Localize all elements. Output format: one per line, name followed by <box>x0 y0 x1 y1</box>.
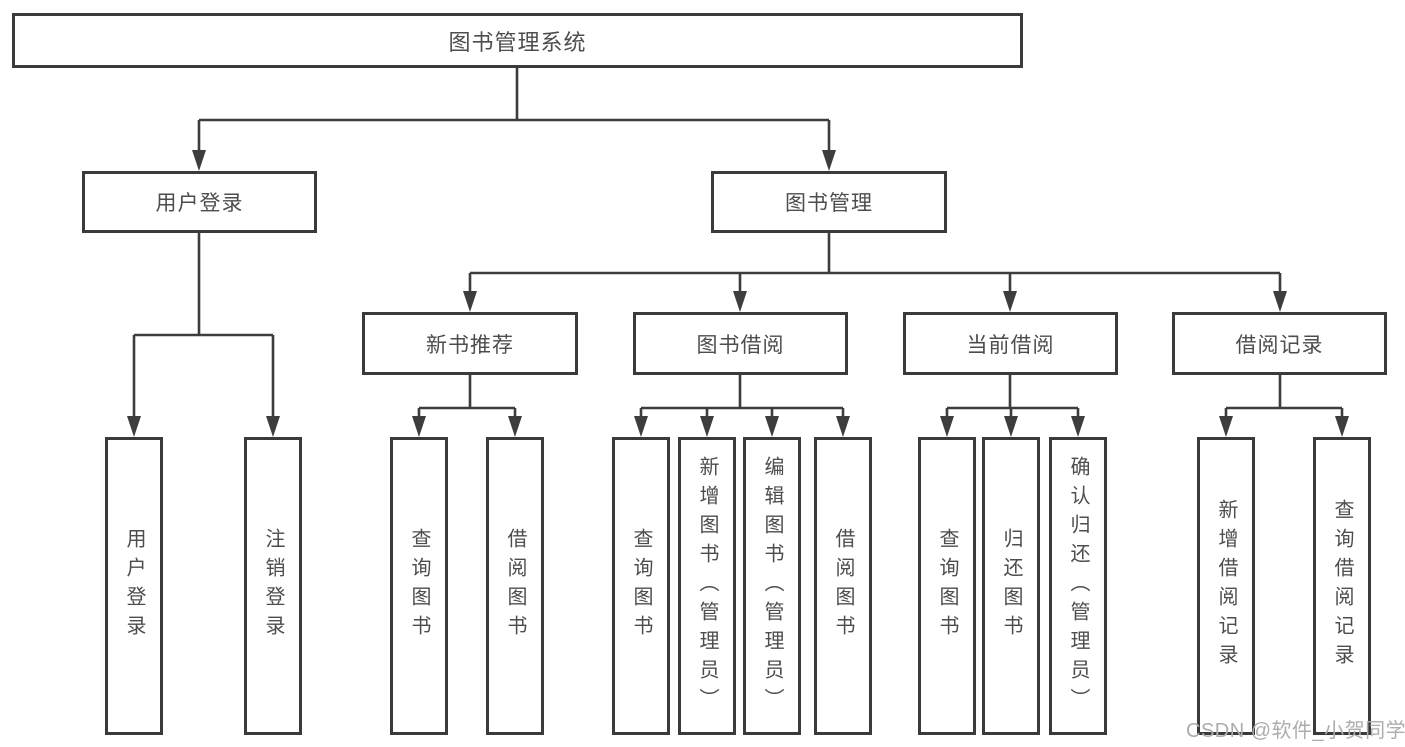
node-book-borrowing: 图书借阅 <box>633 312 848 375</box>
leaf-label: 查询图书 <box>936 528 958 644</box>
node-current-borrowing: 当前借阅 <box>903 312 1118 375</box>
leaf-label: 注销登录 <box>262 528 284 644</box>
node-book-management: 图书管理 <box>711 171 947 233</box>
leaf-query-books-recommend: 查询图书 <box>390 437 448 735</box>
leaf-label: 用户登录 <box>123 528 145 644</box>
leaf-label: 借阅图书 <box>504 528 526 644</box>
leaf-user-login: 用户登录 <box>105 437 163 735</box>
leaf-label: 查询借阅记录 <box>1331 499 1353 673</box>
leaf-label: 新增借阅记录 <box>1215 499 1237 673</box>
leaf-add-books-admin: 新增图书（管理员） <box>678 437 736 735</box>
leaf-label: 借阅图书 <box>832 528 854 644</box>
leaf-label: 查询图书 <box>630 528 652 644</box>
leaf-edit-books-admin: 编辑图书（管理员） <box>743 437 801 735</box>
leaf-logout: 注销登录 <box>244 437 302 735</box>
node-root: 图书管理系统 <box>12 13 1023 68</box>
node-new-book-recommend: 新书推荐 <box>362 312 578 375</box>
leaf-borrow-books-recommend: 借阅图书 <box>486 437 544 735</box>
leaf-query-books-borrowing: 查询图书 <box>612 437 670 735</box>
node-user-login: 用户登录 <box>82 171 317 233</box>
leaf-confirm-return-admin: 确认归还（管理员） <box>1049 437 1107 735</box>
leaf-return-books: 归还图书 <box>982 437 1040 735</box>
watermark: CSDN @软件_小贺同学 <box>1186 720 1405 742</box>
node-borrowing-records: 借阅记录 <box>1172 312 1387 375</box>
leaf-add-borrow-record: 新增借阅记录 <box>1197 437 1255 735</box>
leaf-label: 新增图书（管理员） <box>696 455 718 717</box>
leaf-query-borrow-record: 查询借阅记录 <box>1313 437 1371 735</box>
leaf-label: 归还图书 <box>1000 528 1022 644</box>
leaf-label: 确认归还（管理员） <box>1067 455 1089 717</box>
leaf-borrow-books: 借阅图书 <box>814 437 872 735</box>
leaf-label: 编辑图书（管理员） <box>761 455 783 717</box>
leaf-query-books-current: 查询图书 <box>918 437 976 735</box>
leaf-label: 查询图书 <box>408 528 430 644</box>
